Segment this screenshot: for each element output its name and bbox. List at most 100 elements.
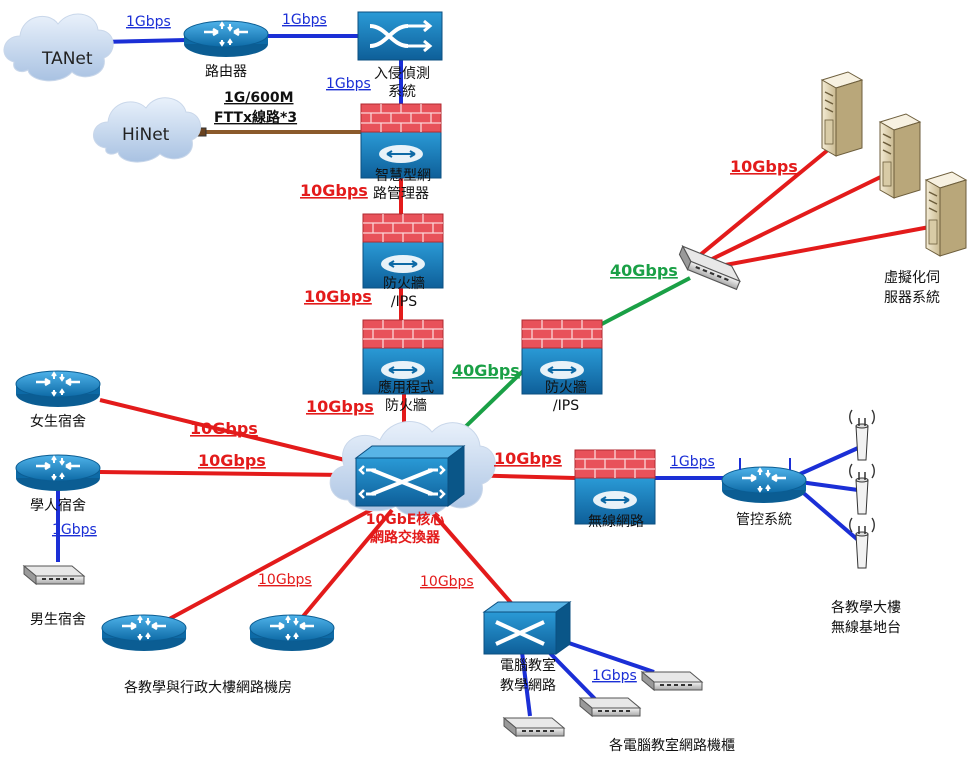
link-switch-server2 — [709, 168, 896, 262]
smart-manager: 智慧型網 路管理器 — [360, 103, 442, 202]
fw2-label-1: 防火牆 — [545, 380, 587, 396]
link-core-teaching1 — [159, 503, 381, 626]
speed-router-ids: 1Gbps — [282, 12, 327, 28]
link-core-teaching2 — [298, 508, 394, 622]
girls-dorm: 女生宿舍 — [14, 369, 102, 430]
speed-core-girls: 10Gbps — [190, 419, 258, 438]
speed-core-grad: 10Gbps — [198, 451, 266, 470]
speed-core-pclab: 10Gbps — [420, 574, 474, 590]
link-pclab-rack2 — [543, 646, 598, 702]
link-core-fw2 — [458, 368, 526, 434]
small-switch-icon — [674, 245, 746, 291]
server-uplink-switch — [674, 245, 746, 291]
pclab-label-2: 教學網路 — [500, 678, 556, 694]
ap-label-2: 無線基地台 — [831, 619, 901, 636]
wireless-aps: 各教學大樓 無線基地台 — [831, 409, 901, 636]
boys-dorm-label: 男生宿舍 — [30, 611, 86, 628]
control-system: 管控系統 — [720, 458, 808, 528]
grad-dorm-label: 學人宿舍 — [30, 497, 86, 514]
pc-lab: 電腦教室 教學網路 — [482, 601, 572, 694]
fttx-count: FTTx線路*3 — [214, 109, 297, 126]
fttx-speed: 1G/600M — [224, 90, 294, 106]
servers-label-2: 服器系統 — [884, 290, 940, 306]
link-core-grad — [99, 470, 346, 477]
router-icon — [14, 369, 102, 409]
tanet-cloud: TANet — [3, 13, 114, 82]
core-switch-icon — [482, 601, 572, 655]
ids-label-1: 入侵偵測 — [374, 65, 430, 82]
speed-pclab-racks: 1Gbps — [592, 668, 637, 684]
router-icon — [720, 465, 808, 505]
router-icon — [100, 613, 188, 653]
wireless-network: 無線網路 — [574, 449, 656, 530]
grad-dorm: 學人宿舍 — [14, 453, 102, 514]
server-icon — [879, 113, 921, 199]
girls-dorm-label: 女生宿舍 — [30, 413, 86, 430]
fw1-label-2: /IPS — [391, 294, 417, 310]
cloud-icon — [93, 97, 201, 163]
link-switch-server3 — [719, 224, 936, 268]
link-fw2-switch — [597, 276, 691, 328]
core-switch: 10GbE核心 網路交換器 — [354, 445, 466, 546]
speed-core-fw2: 40Gbps — [452, 361, 520, 380]
link-core-girls — [99, 398, 346, 462]
link-core-pclab — [428, 508, 514, 606]
speed-grad-boys: 1Gbps — [52, 522, 97, 538]
link-tanet-router — [99, 38, 187, 44]
firewall-ips-2: 防火牆 /IPS — [521, 319, 603, 414]
small-switch-icon — [23, 565, 85, 585]
link-pclab-rack3 — [520, 651, 532, 717]
smart-mgr-label-1: 智慧型網 — [375, 168, 431, 184]
link-control-ap2 — [799, 480, 859, 492]
speed-fw1-appfw: 10Gbps — [304, 287, 372, 306]
speed-fw2-switch: 40Gbps — [610, 261, 678, 280]
core-label-2: 網路交換器 — [370, 529, 441, 546]
ids-label-2: 系統 — [388, 84, 416, 100]
speed-ids-smart: 1Gbps — [326, 76, 371, 92]
ap-label-1: 各教學大樓 — [831, 600, 901, 616]
racks-label: 各電腦教室網路機櫃 — [609, 737, 735, 754]
firewall-icon — [360, 103, 442, 179]
router-icon — [248, 613, 336, 653]
pclab-label-1: 電腦教室 — [500, 657, 556, 674]
link-switch-server1 — [698, 138, 842, 257]
speed-labels: 1Gbps 1Gbps 1Gbps 1G/600M FTTx線路*3 10Gbp… — [52, 12, 798, 684]
small-switch-icon — [641, 671, 703, 691]
appfw-label-1: 應用程式 — [378, 379, 434, 396]
appfw-label-2: 防火牆 — [385, 398, 427, 414]
pc-lab-racks: 各電腦教室網路機櫃 — [503, 671, 735, 754]
fw1-label-1: 防火牆 — [383, 276, 425, 292]
smart-mgr-label-2: 路管理器 — [373, 186, 429, 202]
antenna-icon — [848, 517, 876, 569]
virtual-servers: 虛擬化伺 服器系統 — [821, 71, 967, 306]
teaching-label: 各教學與行政大樓網路機房 — [124, 680, 292, 696]
link-control-ap1 — [799, 446, 859, 476]
small-switch-icon — [579, 697, 641, 717]
core-switch-icon — [354, 445, 466, 507]
firewall-ips-1: 防火牆 /IPS — [362, 213, 444, 310]
router: 路由器 — [182, 19, 270, 80]
link-control-ap3 — [798, 488, 860, 542]
ids-switch-icon — [357, 11, 443, 61]
servers-label-1: 虛擬化伺 — [884, 270, 940, 286]
ids: 入侵偵測 系統 — [357, 11, 443, 100]
control-label: 管控系統 — [736, 512, 792, 528]
small-switch-icon — [503, 717, 565, 737]
server-icon — [821, 71, 863, 157]
speed-tanet-router: 1Gbps — [126, 14, 171, 30]
hinet-cloud: HiNet — [93, 97, 201, 163]
speed-core-wireless: 10Gbps — [494, 449, 562, 468]
core-label-1: 10GbE核心 — [366, 511, 445, 528]
speed-wireless-control: 1Gbps — [670, 454, 715, 470]
cloud-icon — [3, 13, 114, 82]
link-pclab-rack1 — [559, 638, 655, 674]
speed-core-teaching: 10Gbps — [258, 572, 312, 588]
fw2-label-2: /IPS — [553, 398, 579, 414]
speed-appfw-core: 10Gbps — [306, 397, 374, 416]
antenna-stub — [739, 458, 791, 470]
wireless-label: 無線網路 — [588, 514, 644, 530]
router-icon — [182, 19, 270, 59]
router-icon — [14, 453, 102, 493]
hinet-label: HiNet — [122, 125, 170, 145]
